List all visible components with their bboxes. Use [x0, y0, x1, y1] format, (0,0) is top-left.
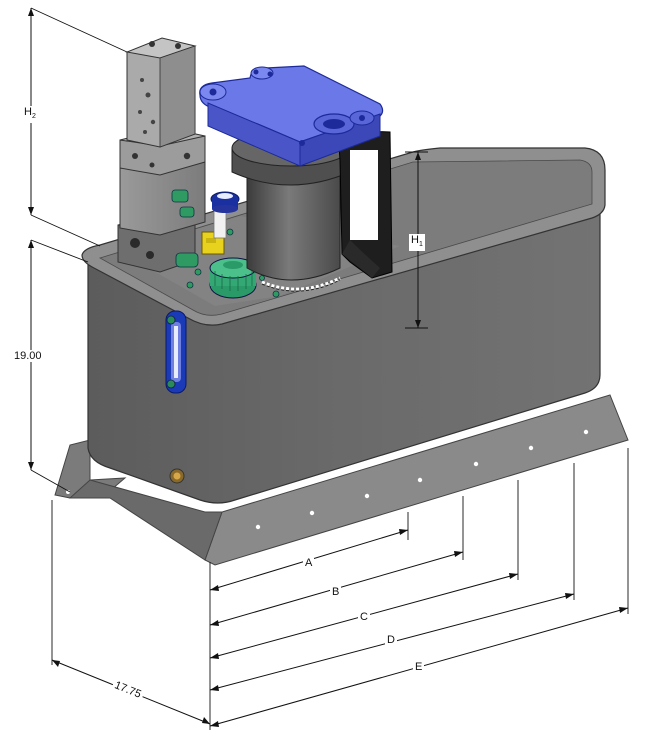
bell-housing-bracket — [337, 129, 393, 279]
filler-cap — [209, 257, 257, 299]
dim-overall-height-label: 19.00 — [12, 350, 44, 362]
breather-cap — [210, 191, 240, 239]
flange-holes — [66, 429, 589, 530]
sight-gauge — [165, 310, 187, 394]
dim-d-label: D — [385, 634, 397, 646]
green-fittings — [171, 189, 280, 298]
motor-head — [199, 65, 384, 167]
drain-plug — [169, 468, 185, 484]
base-flange — [54, 394, 629, 566]
dim-b-label: B — [330, 586, 342, 598]
dim-e-label: E — [413, 661, 425, 673]
dim-a-label: A — [303, 557, 315, 569]
dim-h1-label: H1 — [409, 234, 425, 252]
valve-manifold — [117, 37, 206, 273]
dim-h2-label: H2 — [22, 106, 38, 124]
dim-c-label: C — [358, 611, 370, 623]
